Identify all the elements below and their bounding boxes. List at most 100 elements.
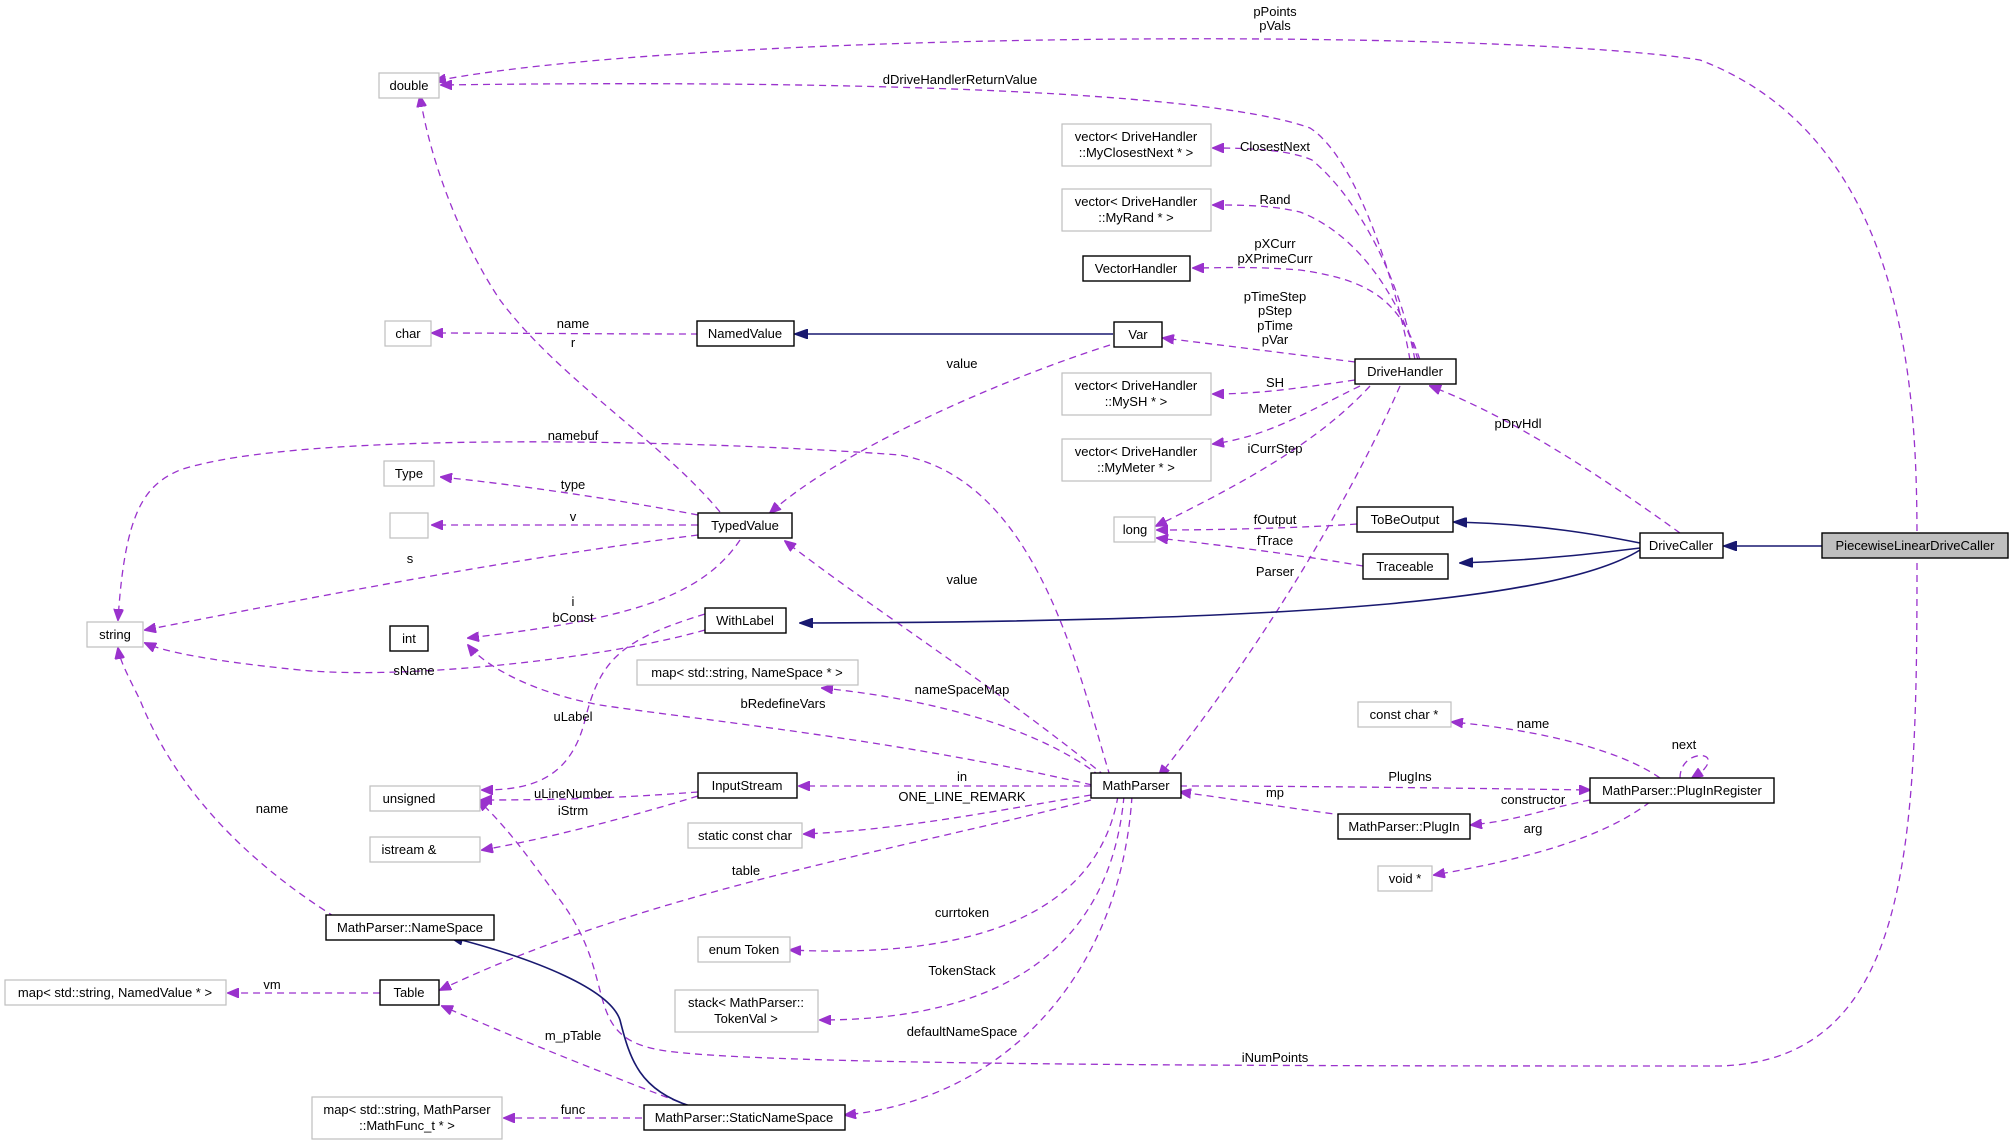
- label-pstep: pStep: [1258, 303, 1292, 318]
- label-ulinenumber: uLineNumber: [534, 786, 613, 801]
- edge-inherit-tobeoutput: [1454, 522, 1641, 544]
- node-vec-sh[interactable]: vector< DriveHandler ::MySH * >: [1061, 372, 1212, 416]
- node-char[interactable]: char: [384, 320, 432, 347]
- node-unsigned[interactable]: unsigned: [369, 785, 481, 812]
- node-empty[interactable]: [389, 512, 429, 539]
- label-mptable: m_pTable: [545, 1028, 601, 1043]
- edge-name-cc: [1452, 722, 1661, 779]
- label-in: in: [957, 769, 967, 784]
- node-math-parser[interactable]: MathParser: [1090, 772, 1182, 799]
- edge-foutput: [1157, 523, 1358, 530]
- node-int[interactable]: int: [389, 625, 429, 652]
- node-to-be-output[interactable]: ToBeOutput: [1356, 506, 1454, 533]
- edge-inherit-traceable: [1460, 547, 1641, 563]
- edge-namespacemap: [822, 688, 1101, 777]
- svg-text:DriveCaller: DriveCaller: [1649, 538, 1714, 553]
- label-s: s: [407, 551, 414, 566]
- label-mp: mp: [1266, 785, 1284, 800]
- svg-text:long: long: [1123, 522, 1148, 537]
- svg-text:::MyRand * >: ::MyRand * >: [1098, 210, 1174, 225]
- node-static-const-char[interactable]: static const char: [687, 822, 803, 849]
- label-closestnext: ClosestNext: [1240, 139, 1310, 154]
- label-v: v: [570, 509, 577, 524]
- label-table: table: [732, 863, 760, 878]
- node-namespace[interactable]: MathParser::NameSpace: [325, 914, 495, 941]
- edge-rand: [1213, 205, 1419, 361]
- label-value-mp: value: [946, 572, 977, 587]
- node-vector-handler[interactable]: VectorHandler: [1082, 255, 1191, 282]
- node-input-stream[interactable]: InputStream: [697, 772, 798, 799]
- node-plugin[interactable]: MathParser::PlugIn: [1337, 813, 1471, 840]
- svg-text:MathParser::PlugInRegister: MathParser::PlugInRegister: [1602, 783, 1762, 798]
- svg-text:::MathFunc_t * >: ::MathFunc_t * >: [359, 1118, 455, 1133]
- node-istream[interactable]: istream &: [369, 836, 481, 863]
- node-drive-caller[interactable]: DriveCaller: [1639, 532, 1724, 559]
- edge-ulinenumber: [481, 791, 699, 800]
- node-named-value[interactable]: NamedValue: [696, 320, 795, 347]
- node-long[interactable]: long: [1113, 516, 1156, 543]
- svg-text:DriveHandler: DriveHandler: [1367, 364, 1444, 379]
- edge-pvar: [1163, 338, 1356, 363]
- label-next: next: [1672, 737, 1697, 752]
- svg-text:TypedValue: TypedValue: [711, 518, 779, 533]
- label-i: i: [572, 594, 575, 609]
- edge-ddrivehandler: [441, 84, 1411, 361]
- node-traceable[interactable]: Traceable: [1362, 553, 1449, 580]
- node-map-ns[interactable]: map< std::string, NameSpace * >: [636, 659, 859, 686]
- edge-labels: pPoints pVals dDriveHandlerReturnValue C…: [256, 4, 1697, 1117]
- label-pvar: pVar: [1262, 332, 1289, 347]
- node-drive-handler[interactable]: DriveHandler: [1354, 358, 1457, 385]
- label-ppoints: pPoints: [1253, 4, 1297, 19]
- node-vec-meter[interactable]: vector< DriveHandler ::MyMeter * >: [1061, 438, 1212, 482]
- svg-text:NamedValue: NamedValue: [708, 326, 782, 341]
- node-piecewise[interactable]: PiecewiseLinearDriveCaller: [1821, 532, 2009, 559]
- node-table[interactable]: Table: [379, 979, 440, 1006]
- label-constructor: constructor: [1501, 792, 1566, 807]
- label-namespacemap: nameSpaceMap: [915, 682, 1010, 697]
- node-string[interactable]: string: [86, 621, 144, 648]
- edge-one-line-remark: [804, 794, 1092, 834]
- node-static-ns[interactable]: MathParser::StaticNameSpace: [643, 1104, 846, 1131]
- svg-text:PiecewiseLinearDriveCaller: PiecewiseLinearDriveCaller: [1836, 538, 1996, 553]
- label-namebuf: namebuf: [548, 428, 599, 443]
- node-map-func[interactable]: map< std::string, MathParser ::MathFunc_…: [311, 1096, 503, 1140]
- label-type: type: [561, 477, 586, 492]
- svg-text:WithLabel: WithLabel: [716, 613, 774, 628]
- label-bconst: bConst: [552, 610, 594, 625]
- svg-text:static const char: static const char: [698, 828, 793, 843]
- svg-text:vector< DriveHandler: vector< DriveHandler: [1075, 194, 1198, 209]
- node-with-label[interactable]: WithLabel: [704, 607, 787, 634]
- node-enum-token[interactable]: enum Token: [697, 936, 791, 963]
- edge-ppoints: [435, 38, 1918, 544]
- node-plugin-register[interactable]: MathParser::PlugInRegister: [1589, 777, 1775, 804]
- svg-text:MathParser: MathParser: [1102, 778, 1170, 793]
- label-name-ns: name: [256, 801, 289, 816]
- label-vm: vm: [263, 977, 280, 992]
- svg-text:TokenVal >: TokenVal >: [714, 1011, 778, 1026]
- label-sh: SH: [1266, 375, 1284, 390]
- label-func: func: [561, 1102, 586, 1117]
- svg-text:MathParser::NameSpace: MathParser::NameSpace: [337, 920, 483, 935]
- label-bredefinevars: bRedefineVars: [740, 696, 826, 711]
- svg-text:Table: Table: [393, 985, 424, 1000]
- node-const-char-ptr[interactable]: const char *: [1357, 701, 1452, 728]
- label-name-char: name: [557, 316, 590, 331]
- node-stack[interactable]: stack< MathParser:: TokenVal >: [674, 989, 819, 1033]
- node-map-named[interactable]: map< std::string, NamedValue * >: [4, 979, 227, 1006]
- svg-text:VectorHandler: VectorHandler: [1095, 261, 1178, 276]
- edge-name-char: [432, 333, 699, 334]
- edge-type: [441, 477, 699, 516]
- node-vec-rand[interactable]: vector< DriveHandler ::MyRand * >: [1061, 188, 1212, 232]
- node-double[interactable]: double: [378, 72, 440, 99]
- node-type[interactable]: Type: [383, 460, 435, 487]
- edge-currtoken: [790, 795, 1119, 951]
- node-vec-closest[interactable]: vector< DriveHandler ::MyClosestNext * >: [1061, 123, 1212, 167]
- edge-name-ns: [118, 648, 336, 918]
- label-ptime: pTime: [1257, 318, 1293, 333]
- node-var[interactable]: Var: [1113, 321, 1163, 348]
- edge-r: [420, 96, 721, 513]
- node-typed-value[interactable]: TypedValue: [697, 512, 793, 539]
- node-void-ptr[interactable]: void *: [1377, 865, 1433, 892]
- edge-closestnext: [1213, 148, 1416, 361]
- edge-sh: [1213, 379, 1356, 394]
